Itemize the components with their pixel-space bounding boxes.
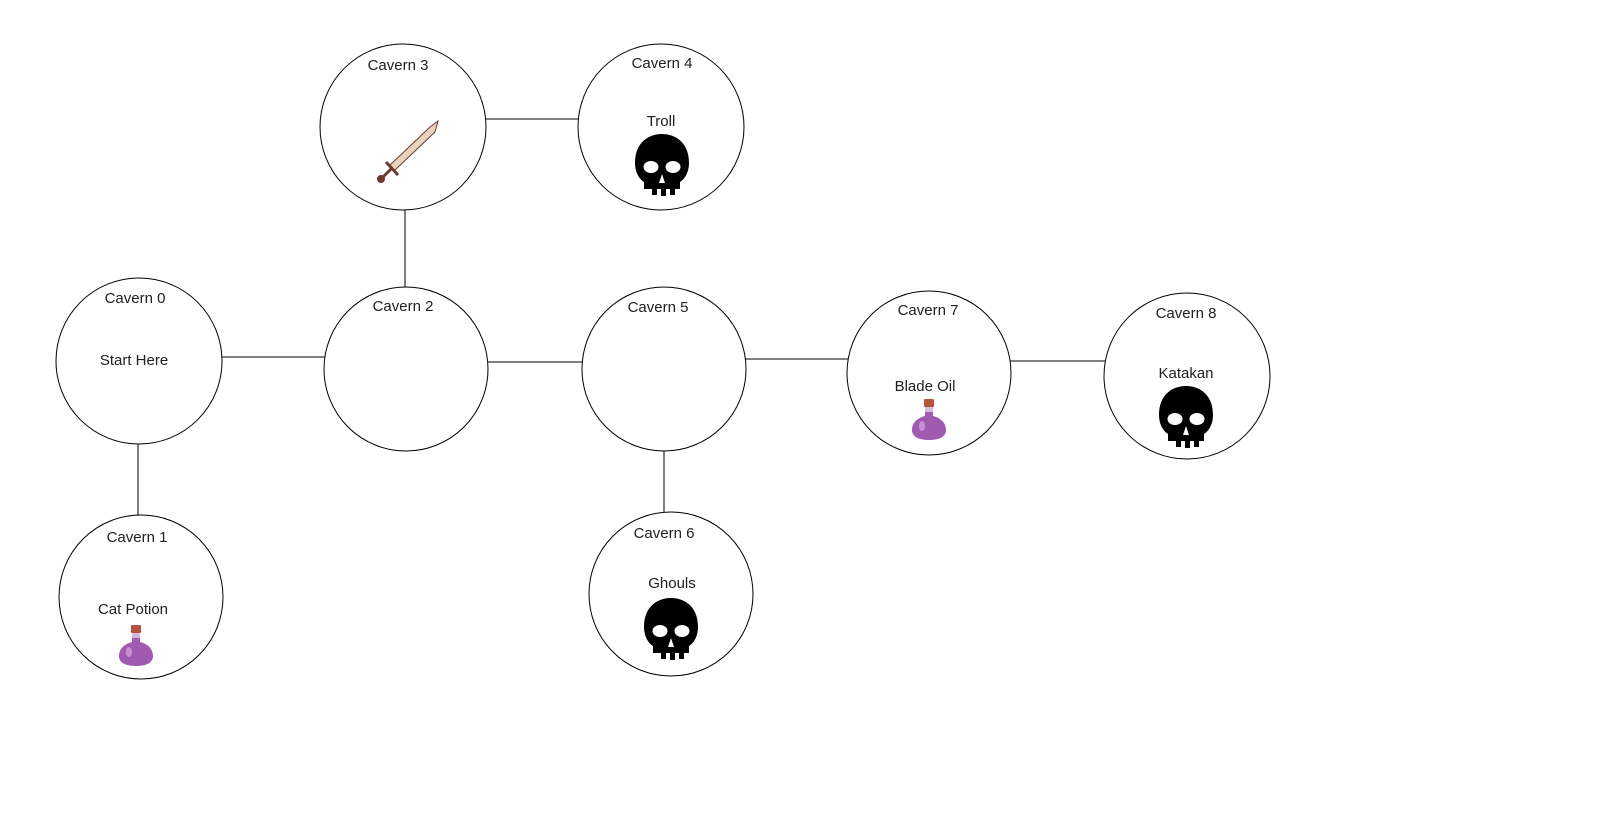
cavern-1-circle xyxy=(58,514,224,680)
cavern-8-circle xyxy=(1103,292,1271,460)
cavern-4-circle xyxy=(577,43,745,211)
cavern-6-label: Ghouls xyxy=(648,575,696,592)
cavern-8-node: Cavern 8 Katakan xyxy=(1103,292,1271,460)
cavern-5-title: Cavern 5 xyxy=(628,299,689,316)
cavern-1-node: Cavern 1 Cat Potion xyxy=(58,514,224,680)
cavern-0-circle xyxy=(55,277,223,445)
cavern-4-node: Cavern 4 Troll xyxy=(577,43,745,211)
cavern-6-title: Cavern 6 xyxy=(634,525,695,542)
cavern-0-node: Cavern 0 Start Here xyxy=(55,277,223,445)
cavern-4-title: Cavern 4 xyxy=(632,55,693,72)
cavern-0-label: Start Here xyxy=(100,352,168,369)
cavern-2-node: Cavern 2 xyxy=(323,286,489,452)
cavern-1-title: Cavern 1 xyxy=(107,529,168,546)
cavern-7-title: Cavern 7 xyxy=(898,302,959,319)
cavern-3-title: Cavern 3 xyxy=(368,57,429,74)
cavern-8-title: Cavern 8 xyxy=(1156,305,1217,322)
cavern-7-circle xyxy=(846,290,1012,456)
cavern-2-title: Cavern 2 xyxy=(373,298,434,315)
cavern-2-circle xyxy=(323,286,489,452)
cavern-7-label: Blade Oil xyxy=(895,378,956,395)
cavern-1-label: Cat Potion xyxy=(98,601,168,618)
cavern-3-node: Cavern 3 xyxy=(319,43,487,211)
cavern-6-node: Cavern 6 Ghouls xyxy=(588,511,754,677)
cavern-4-label: Troll xyxy=(647,113,676,130)
cavern-3-circle xyxy=(319,43,487,211)
cavern-8-label: Katakan xyxy=(1158,365,1213,382)
cavern-6-circle xyxy=(588,511,754,677)
cavern-7-node: Cavern 7 Blade Oil xyxy=(846,290,1012,456)
connections xyxy=(137,118,1118,527)
cavern-0-title: Cavern 0 xyxy=(105,290,166,307)
cavern-5-circle xyxy=(581,286,747,452)
cavern-5-node: Cavern 5 xyxy=(581,286,747,452)
